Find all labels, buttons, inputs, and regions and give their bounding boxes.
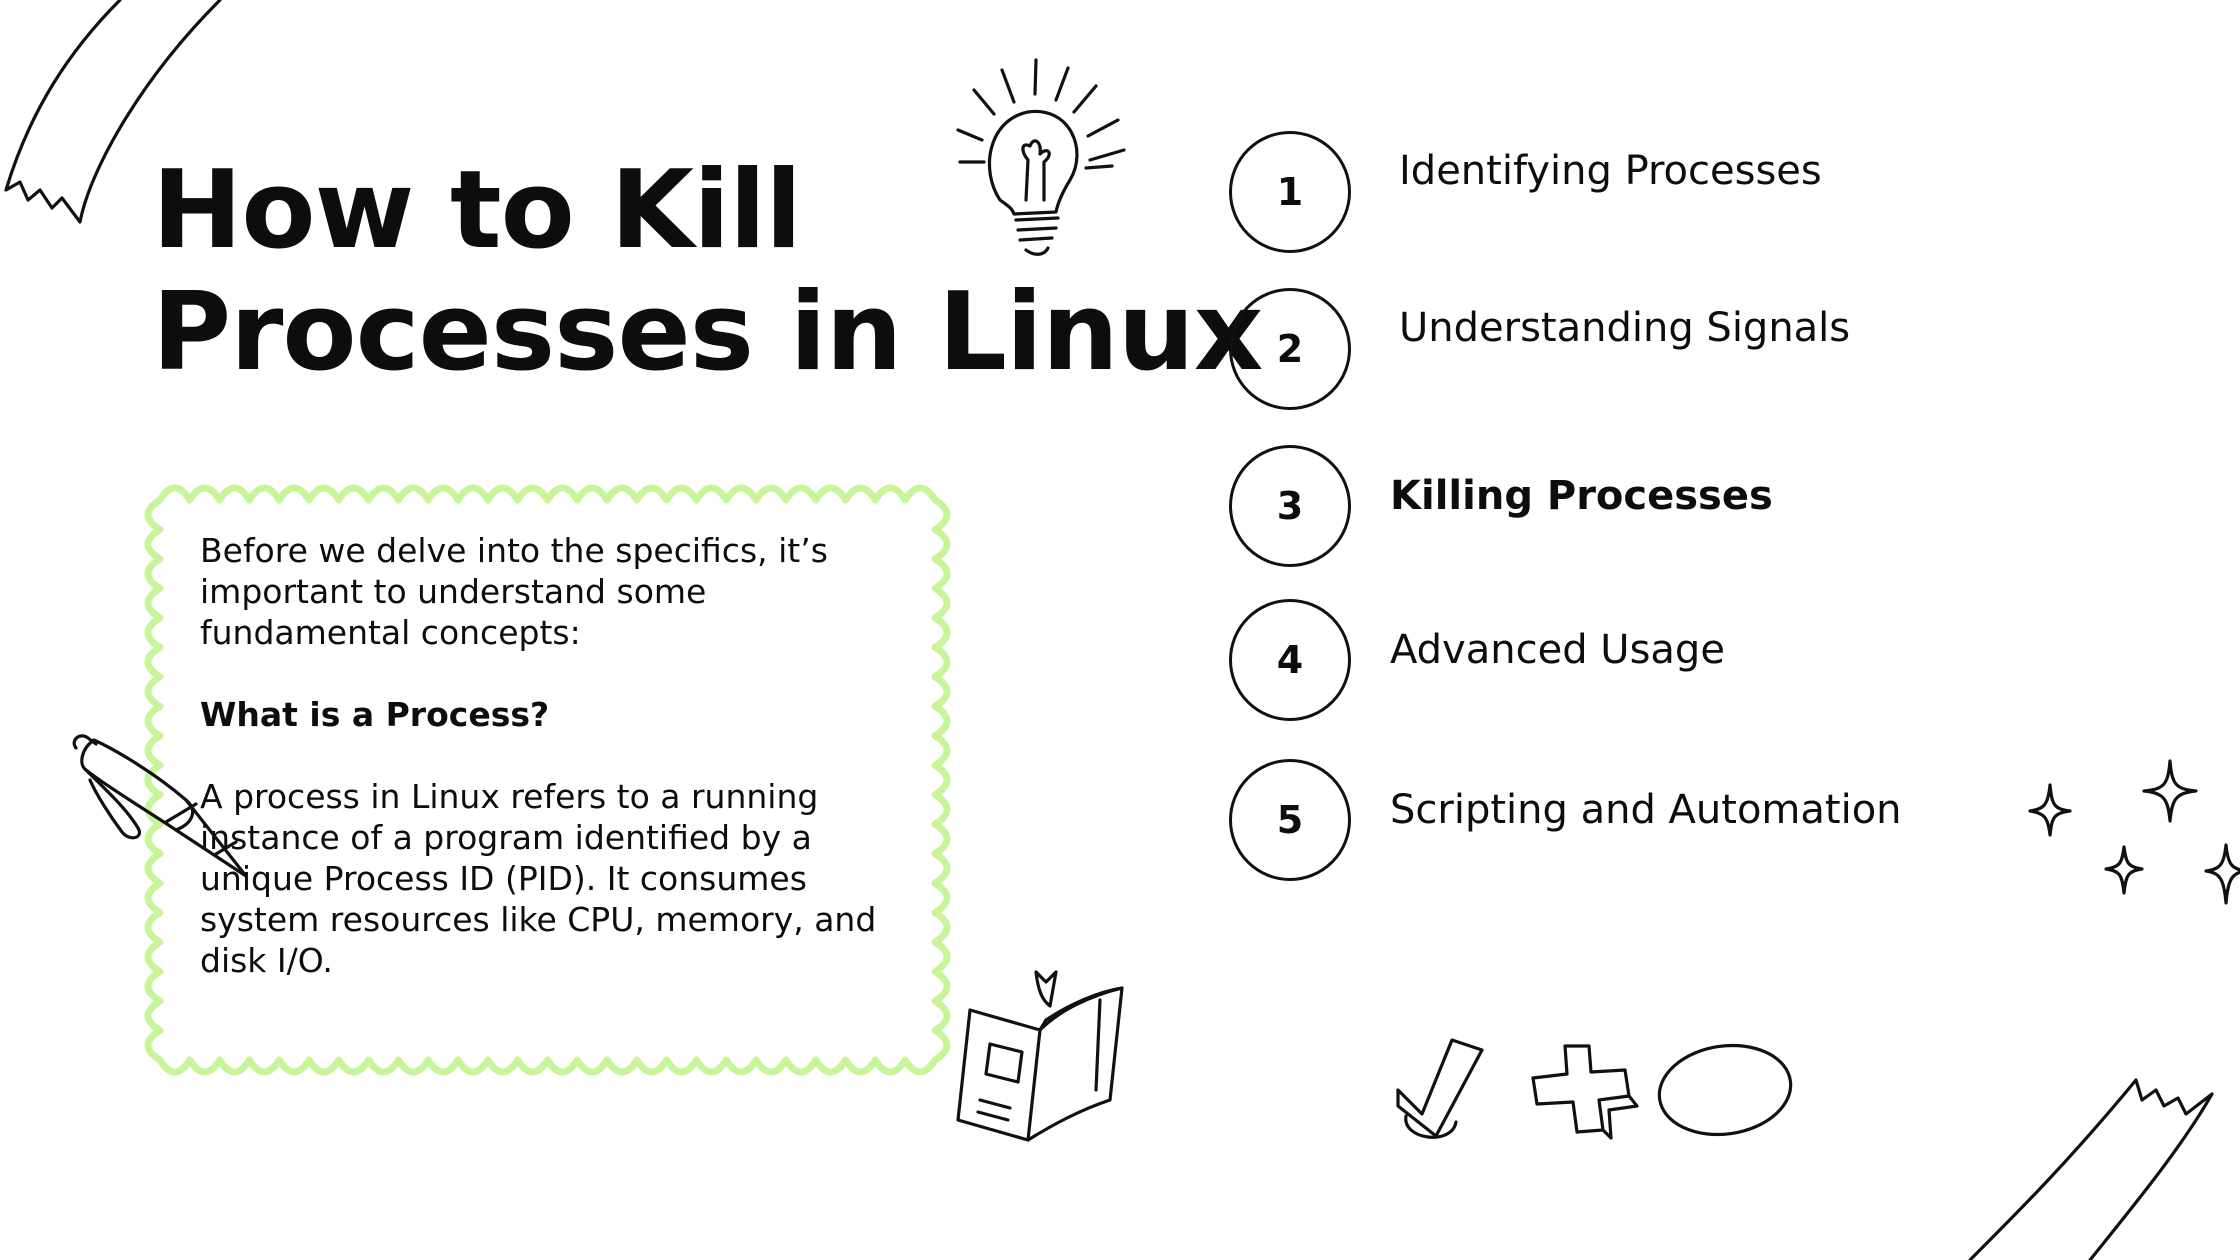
agenda-number-circle: 2 xyxy=(1229,288,1351,410)
agenda-label-active: Killing Processes xyxy=(1390,473,1773,519)
ribbon-top-left-icon xyxy=(4,0,222,224)
book-icon xyxy=(956,970,1124,1142)
title-line-2: Processes in Linux xyxy=(152,270,1263,395)
agenda-label: Identifying Processes xyxy=(1399,148,1822,194)
title-line-1: How to Kill xyxy=(152,148,802,273)
agenda-item-5: 5 Scripting and Automation xyxy=(1229,759,2129,889)
lightbulb-icon xyxy=(956,58,1126,256)
agenda-item-1: 1 Identifying Processes xyxy=(1229,131,2129,261)
agenda-number-circle: 3 xyxy=(1229,445,1351,567)
page-title: How to Kill Processes in Linux xyxy=(152,148,1263,395)
definition-paragraph: A process in Linux refers to a running i… xyxy=(200,777,877,980)
agenda-label: Understanding Signals xyxy=(1399,305,1851,351)
agenda-number-circle: 5 xyxy=(1229,759,1351,881)
sparkles-icon xyxy=(2028,759,2240,905)
agenda-label: Advanced Usage xyxy=(1390,627,1725,673)
agenda-item-3: 3 Killing Processes xyxy=(1229,445,2129,575)
agenda-number-circle: 4 xyxy=(1229,599,1351,721)
pen-icon xyxy=(72,734,248,878)
note-content: Before we delve into the specifics, it’s… xyxy=(200,530,920,1022)
agenda-label: Scripting and Automation xyxy=(1390,787,1902,833)
cross-icon xyxy=(1531,1044,1639,1140)
ribbon-bottom-right-icon xyxy=(1968,1078,2214,1260)
agenda-number-circle: 1 xyxy=(1229,131,1351,253)
agenda-item-4: 4 Advanced Usage xyxy=(1229,599,2129,729)
agenda-item-2: 2 Understanding Signals xyxy=(1229,288,2129,418)
oval-icon xyxy=(1657,1043,1793,1137)
checkmark-icon xyxy=(1396,1038,1484,1139)
note-frame xyxy=(144,484,951,1076)
intro-paragraph: Before we delve into the specifics, it’s… xyxy=(200,531,828,652)
section-heading: What is a Process? xyxy=(200,695,550,734)
